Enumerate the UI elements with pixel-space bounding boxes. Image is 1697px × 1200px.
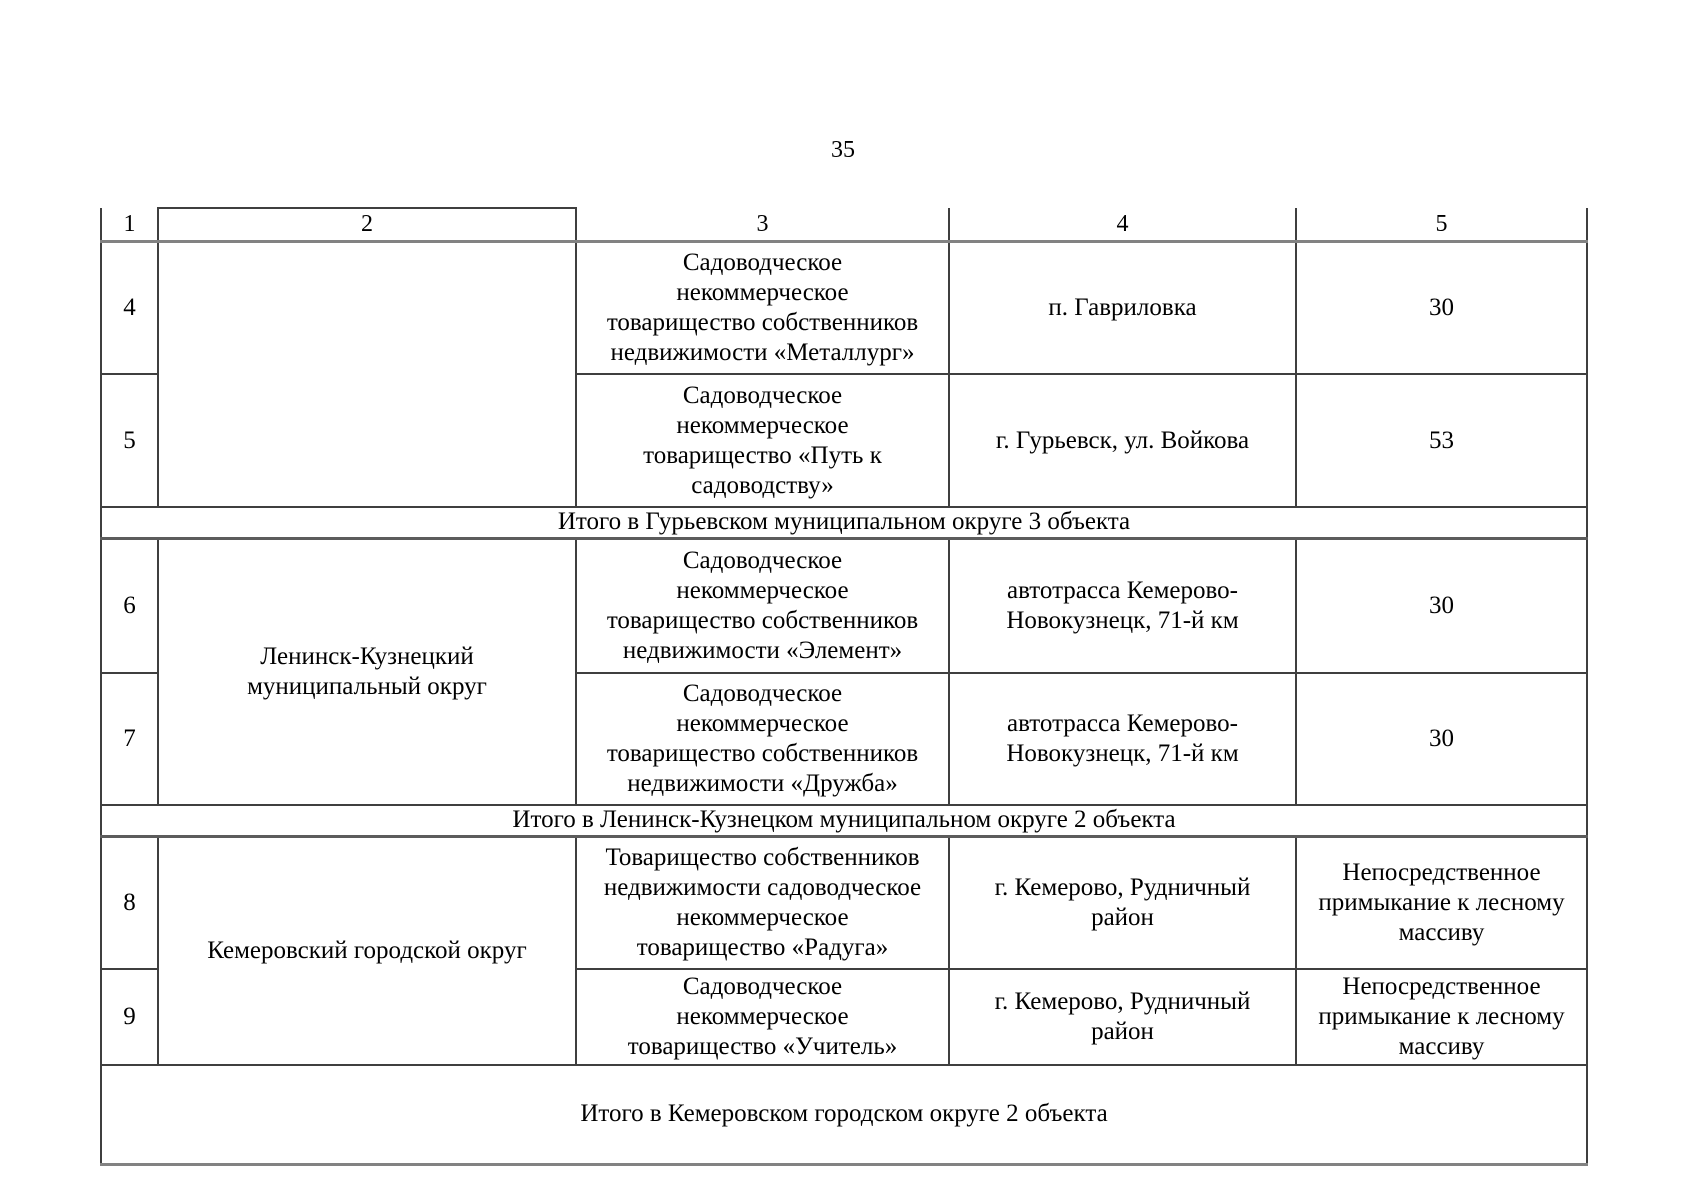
- location-cell: п. Гавриловка: [948, 240, 1297, 375]
- organization-cell: Садоводческое некоммерческое товариществ…: [575, 240, 950, 375]
- row-number-cell: 5: [100, 373, 159, 508]
- column-header-1: 1: [100, 208, 159, 243]
- district-cell: Ленинск-Кузнецкий муниципальный округ: [157, 537, 577, 806]
- column-header-5: 5: [1295, 208, 1588, 243]
- column-header-4: 4: [948, 208, 1297, 243]
- subtotal-cell: Итого в Гурьевском муниципальном округе …: [100, 506, 1588, 540]
- table-row: 8 Кемеровский городской округ Товарищест…: [100, 835, 1588, 1066]
- distance-cell: 53: [1295, 373, 1588, 508]
- table-row: 6 Ленинск-Кузнецкий муниципальный округ …: [100, 537, 1588, 806]
- column-header-2: 2: [157, 207, 577, 243]
- location-cell: г. Кемерово, Рудничный район: [948, 968, 1297, 1066]
- page-number: 35: [831, 137, 855, 163]
- location-cell: г. Кемерово, Рудничный район: [948, 835, 1297, 970]
- distance-cell: 30: [1295, 672, 1588, 806]
- table-row: 5 Садоводческое некоммерческое товарищес…: [100, 373, 1588, 508]
- organization-cell: Садоводческое некоммерческое товариществ…: [575, 968, 950, 1066]
- objects-table: 1 2 3 4 5 4 Садоводческое некоммерческое…: [100, 207, 1588, 1166]
- organization-cell: Садоводческое некоммерческое товариществ…: [575, 373, 950, 508]
- subtotal-cell: Итого в Кемеровском городском округе 2 о…: [100, 1064, 1588, 1166]
- distance-cell: Непосредственное примыкание к лесному ма…: [1295, 968, 1588, 1066]
- row-number-cell: 7: [100, 672, 159, 806]
- distance-cell: 30: [1295, 537, 1588, 674]
- row-number-cell: 8: [100, 835, 159, 970]
- row-number-cell: 4: [100, 240, 159, 375]
- organization-cell: Садоводческое некоммерческое товариществ…: [575, 672, 950, 806]
- location-cell: автотрасса Кемерово- Новокузнецк, 71-й к…: [948, 537, 1297, 674]
- table-row: 7 Садоводческое некоммерческое товарищес…: [100, 672, 1588, 806]
- row-number-cell: 6: [100, 537, 159, 674]
- subtotal-row: Итого в Ленинск-Кузнецком муниципальном …: [100, 804, 1588, 838]
- column-header-3: 3: [575, 208, 950, 243]
- organization-cell: Садоводческое некоммерческое товариществ…: [575, 537, 950, 674]
- distance-cell: Непосредственное примыкание к лесному ма…: [1295, 835, 1588, 970]
- subtotal-cell: Итого в Ленинск-Кузнецком муниципальном …: [100, 804, 1588, 838]
- location-cell: автотрасса Кемерово- Новокузнецк, 71-й к…: [948, 672, 1297, 806]
- subtotal-row: Итого в Гурьевском муниципальном округе …: [100, 506, 1588, 540]
- subtotal-row: Итого в Кемеровском городском округе 2 о…: [100, 1064, 1588, 1166]
- organization-cell: Товарищество собственников недвижимости …: [575, 835, 950, 970]
- location-cell: г. Гурьевск, ул. Войкова: [948, 373, 1297, 508]
- table-row: 4 Садоводческое некоммерческое товарищес…: [100, 240, 1588, 508]
- row-number-cell: 9: [100, 968, 159, 1066]
- header-row: 1 2 3 4 5: [100, 207, 1588, 243]
- distance-cell: 30: [1295, 240, 1588, 375]
- district-cell: Кемеровский городской округ: [157, 835, 577, 1066]
- table-row: 9 Садоводческое некоммерческое товарищес…: [100, 968, 1588, 1066]
- district-cell: [157, 240, 577, 508]
